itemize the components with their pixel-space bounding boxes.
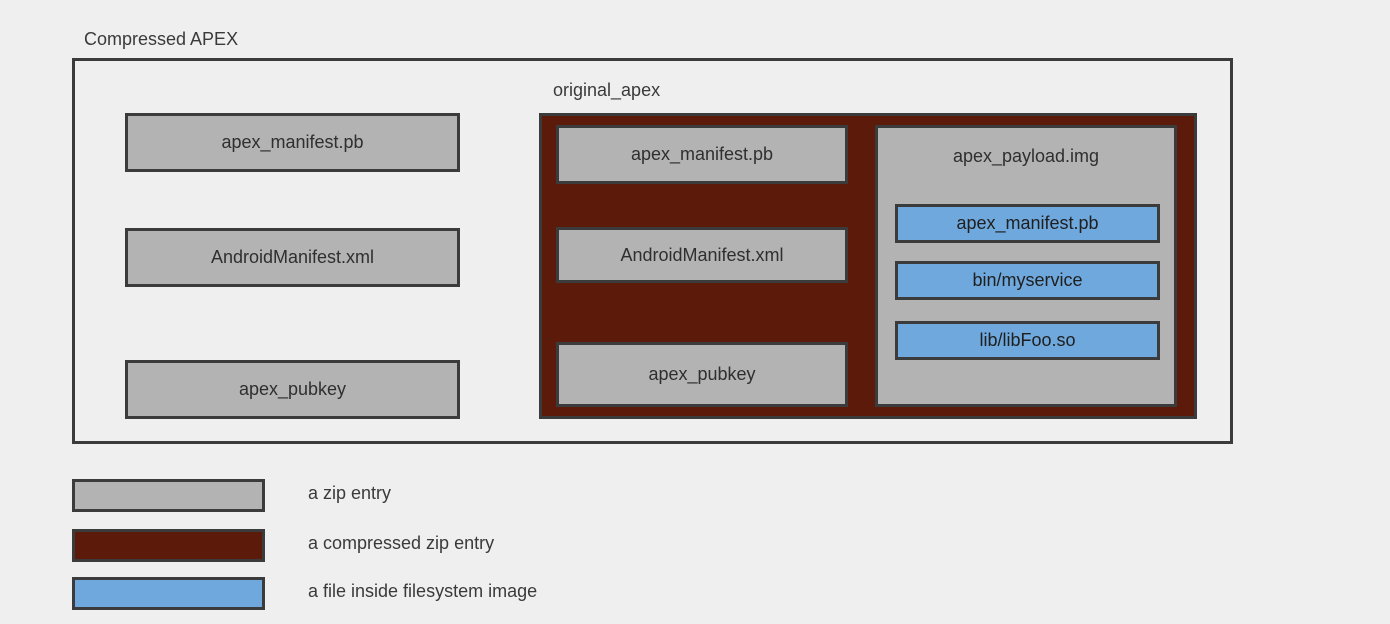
legend-item-zip-entry: a zip entry: [72, 479, 672, 513]
legend-swatch-zip-entry: [72, 479, 265, 512]
zip-entry-apex-pubkey: apex_pubkey: [125, 360, 460, 419]
zip-entry-apex-manifest: apex_manifest.pb: [125, 113, 460, 172]
legend-swatch-compressed-zip-entry: [72, 529, 265, 562]
legend-label-zip-entry: a zip entry: [308, 483, 392, 503]
inner-zip-entry-apex-pubkey: apex_pubkey: [556, 342, 848, 407]
fs-file-lib-libfoo: lib/libFoo.so: [895, 321, 1160, 360]
outer-container-label: Compressed APEX: [84, 29, 239, 49]
apex-payload-img-label: apex_payload.img: [952, 146, 1100, 166]
legend-item-filesystem-file: a file inside filesystem image: [72, 577, 672, 611]
fs-file-bin-myservice: bin/myservice: [895, 261, 1160, 300]
zip-entry-android-manifest: AndroidManifest.xml: [125, 228, 460, 287]
legend-item-compressed-zip-entry: a compressed zip entry: [72, 529, 672, 563]
compressed-entry-label: original_apex: [553, 80, 661, 100]
apex-payload-img-container: apex_payload.img apex_manifest.pb bin/my…: [875, 125, 1177, 407]
legend: a zip entry a compressed zip entry a fil…: [72, 479, 672, 619]
inner-zip-entry-apex-manifest: apex_manifest.pb: [556, 125, 848, 184]
legend-swatch-filesystem-file: [72, 577, 265, 610]
legend-label-filesystem-file: a file inside filesystem image: [308, 581, 538, 601]
legend-label-compressed-zip-entry: a compressed zip entry: [308, 533, 495, 553]
inner-zip-entry-android-manifest: AndroidManifest.xml: [556, 227, 848, 283]
fs-file-apex-manifest: apex_manifest.pb: [895, 204, 1160, 243]
